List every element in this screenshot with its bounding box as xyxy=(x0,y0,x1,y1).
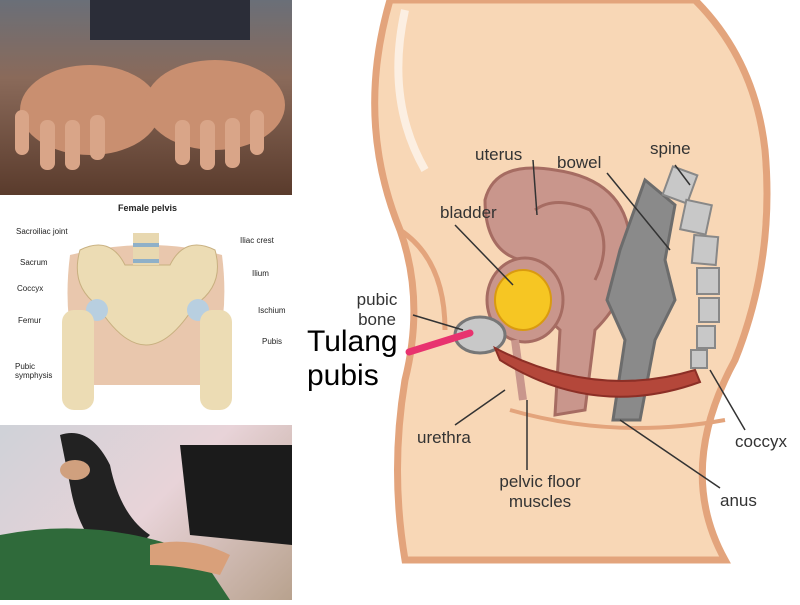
label-anus: anus xyxy=(720,491,757,510)
label-iliac-crest: Iliac crest xyxy=(240,236,274,245)
label-bowel: bowel xyxy=(557,153,602,172)
label-ischium: Ischium xyxy=(258,306,286,315)
pelvis-title: Female pelvis xyxy=(118,203,178,213)
label-pelvic-floor-muscles: pelvic floor muscles xyxy=(499,472,581,511)
label-spine: spine xyxy=(650,139,691,158)
pelvic-floor-diagram: uterus bowel spine bladder pubic bone Tu… xyxy=(295,0,800,600)
label-pubis: Pubis xyxy=(262,337,283,346)
female-pelvis-illustration: Female pelvis Sacroiliac joint Sacrum Co… xyxy=(0,195,292,420)
label-bladder: bladder xyxy=(440,203,497,222)
annotation-tulang-pubis: Tulang pubis xyxy=(307,325,398,392)
label-coccyx-main: coccyx xyxy=(735,432,787,451)
label-pubic-bone: pubic bone xyxy=(356,290,398,329)
hands-massage-photo xyxy=(0,0,292,195)
massage-patient-photo xyxy=(0,425,292,600)
label-sacrum: Sacrum xyxy=(20,258,48,267)
label-coccyx: Coccyx xyxy=(17,284,44,293)
label-ilium: Ilium xyxy=(252,269,269,278)
label-sacroiliac-joint: Sacroiliac joint xyxy=(16,227,68,236)
label-urethra: urethra xyxy=(417,428,471,447)
label-pubic-symphysis: Pubic symphysis xyxy=(15,362,53,380)
label-femur: Femur xyxy=(18,316,42,325)
label-uterus: uterus xyxy=(475,145,523,164)
